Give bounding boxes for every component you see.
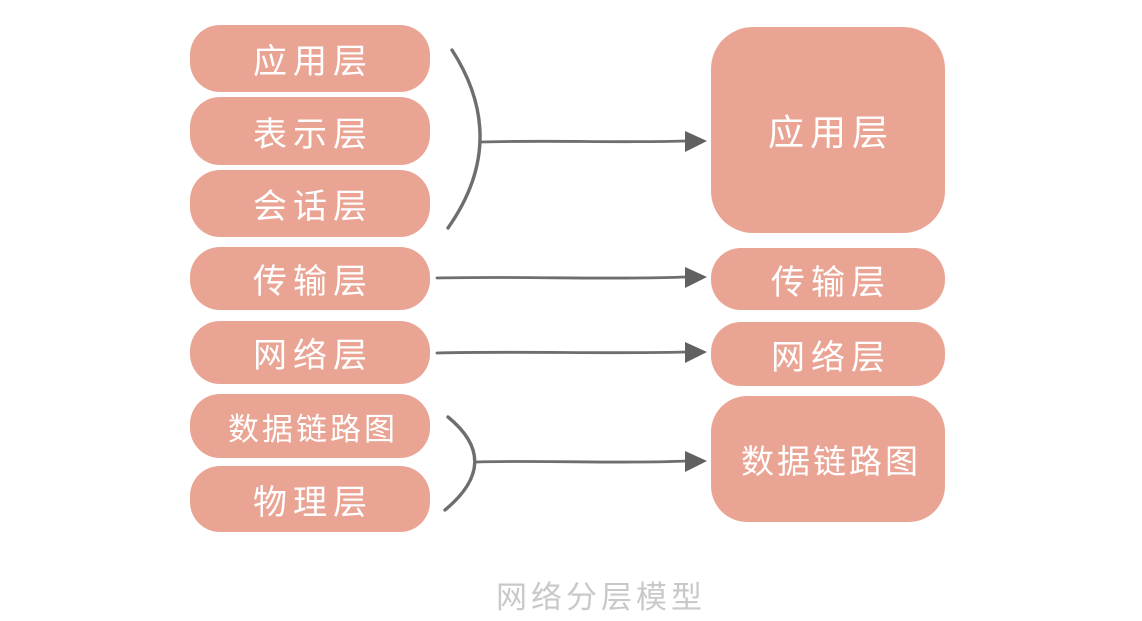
arrow-datalink-shaft [475, 459, 688, 464]
arrow-application-shaft [479, 139, 688, 144]
tcp-layer-network: 网络层 [711, 322, 945, 386]
osi-layer-presentation: 表示层 [190, 97, 430, 165]
osi-layer-physical: 物理层 [190, 466, 430, 532]
arrow-network-head [685, 342, 707, 363]
brace-bottom-group [443, 415, 477, 512]
arrow-application-head [685, 131, 707, 152]
osi-layer-datalink: 数据链路图 [190, 394, 430, 458]
osi-layer-application: 应用层 [190, 25, 430, 92]
osi-layer-transport: 传输层 [190, 247, 430, 310]
arrow-transport-shaft [435, 275, 688, 280]
osi-layer-session: 会话层 [190, 170, 430, 237]
osi-layer-network: 网络层 [190, 321, 430, 384]
tcp-layer-application: 应用层 [711, 27, 945, 233]
diagram-caption: 网络分层模型 [496, 580, 706, 616]
tcp-layer-datalink: 数据链路图 [711, 396, 945, 522]
arrow-datalink-head [685, 451, 707, 472]
arrow-transport-head [685, 267, 707, 288]
tcp-layer-transport: 传输层 [711, 248, 945, 310]
arrow-network-shaft [435, 350, 688, 355]
brace-top-group [446, 48, 482, 230]
